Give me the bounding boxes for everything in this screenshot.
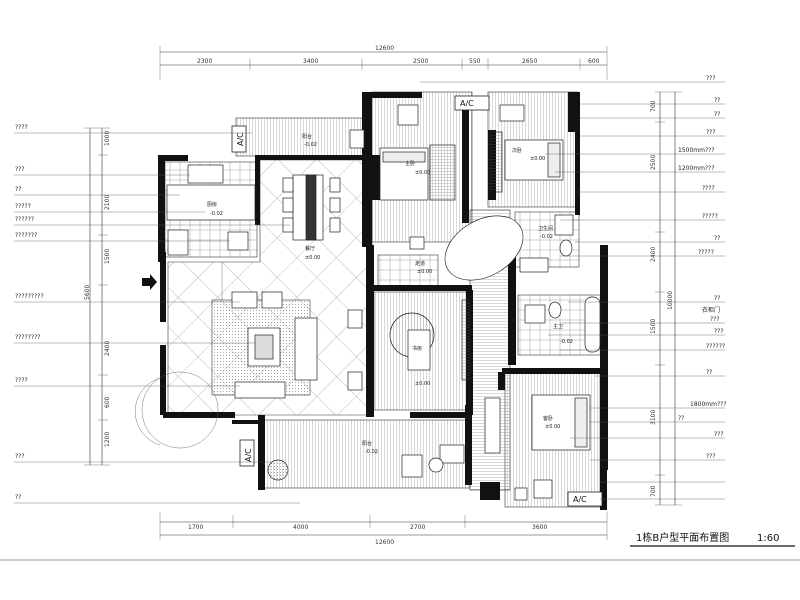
dim-left-3: 1500 <box>104 249 111 264</box>
bottom-dimensions: 1700 4000 2700 3600 12600 <box>159 512 608 546</box>
right-label-12: ??? <box>714 328 724 335</box>
title-text: 1栋B户型平面布置图 <box>636 531 729 544</box>
left-dimensions: 1000 2100 5600 1500 2400 600 1200 <box>84 127 111 466</box>
dim-top-0: 2300 <box>197 58 212 65</box>
left-label-6: ????????? <box>15 293 44 300</box>
right-label-11: ??? <box>710 316 720 323</box>
room-level-8: ±0.00 <box>545 424 560 430</box>
room-level-0: -0.02 <box>304 142 317 148</box>
left-label-7: ???????? <box>15 334 40 341</box>
room-name-9: 阳台 <box>362 440 372 447</box>
room-level-3: ±0.00 <box>415 170 430 176</box>
right-label-10: ?? <box>714 295 720 302</box>
ac-label-3: A/C <box>244 448 253 462</box>
room-name-5: 卫生间 <box>538 225 553 232</box>
dim-bottom-2: 2700 <box>410 524 425 531</box>
room-name-0: 阳台 <box>302 133 312 140</box>
dim-right-4: 3100 <box>650 410 657 425</box>
left-label-4: ?????? <box>15 216 34 223</box>
right-label-2: ?? <box>714 111 720 118</box>
left-label-0: ???? <box>15 124 28 131</box>
right-label-1: ?? <box>714 97 720 104</box>
dim-top-1: 3400 <box>303 58 318 65</box>
dim-left-0: 1000 <box>104 131 111 146</box>
right-label-6: ???? <box>702 185 715 192</box>
right-label-17: ??? <box>714 431 724 438</box>
left-label-1: ??? <box>15 166 25 173</box>
room-level-5: -0.02 <box>540 234 553 240</box>
dim-right-2: 2400 <box>650 247 657 262</box>
dim-left-5: 600 <box>104 396 111 408</box>
left-label-9: ??? <box>15 453 25 460</box>
room-level-1: -0.02 <box>210 211 223 217</box>
right-label-7: ????? <box>702 213 718 220</box>
right-label-16: ?? <box>678 415 684 422</box>
room-name-4: 次卧 <box>512 147 522 154</box>
left-annotations: ???? ??? ?? ????? ?????? ??????? ???????… <box>14 124 300 504</box>
ac-units: A/C A/C A/C A/C <box>231 95 603 507</box>
room-name-1: 厨房 <box>207 201 217 208</box>
dim-bottom-0: 1700 <box>188 524 203 531</box>
door-swings <box>135 262 223 449</box>
right-label-8: ?? <box>714 235 720 242</box>
room-name-3: 主卧 <box>405 160 415 167</box>
dim-top-2: 2500 <box>413 58 428 65</box>
right-annotations: ??? ?? ?? ??? 1500mm??? 1200mm??? ???? ?… <box>420 75 727 500</box>
dim-bottom-3: 3600 <box>532 524 547 531</box>
dim-right-1: 2500 <box>650 155 657 170</box>
right-label-18: ??? <box>706 453 716 460</box>
dim-top-total: 12600 <box>375 45 394 52</box>
left-label-5: ??????? <box>15 232 37 239</box>
room-level-10: ±0.00 <box>417 269 432 275</box>
right-label-4: 1500mm??? <box>678 147 715 154</box>
right-label-9: ????? <box>698 249 714 256</box>
room-level-6: ±0.00 <box>415 381 430 387</box>
top-dimensions: 12600 2300 3400 2500 550 2650 600 <box>159 45 608 80</box>
dim-left-1: 2100 <box>104 195 111 210</box>
right-label-5: 1200mm??? <box>678 165 715 172</box>
room-name-10: 走道 <box>415 260 425 267</box>
right-label-14: ?? <box>706 369 712 376</box>
dim-right-3: 1500 <box>650 319 657 334</box>
scale-text: 1:60 <box>757 533 779 544</box>
ac-label-1: A/C <box>236 132 245 146</box>
room-level-2: ±0.00 <box>305 255 320 261</box>
furniture <box>166 104 601 501</box>
room-name-6: 书房 <box>412 345 422 352</box>
dim-bottom-1: 4000 <box>293 524 308 531</box>
right-label-0: ??? <box>706 75 716 82</box>
room-name-2: 餐厅 <box>305 245 315 252</box>
ac-label-4: A/C <box>573 495 587 504</box>
room-level-7: -0.02 <box>560 339 573 345</box>
drawing-title: 1栋B户型平面布置图 1:60 <box>0 531 800 561</box>
dim-top-4: 2650 <box>522 58 537 65</box>
right-dimensions: 700 2500 2400 1500 3100 700 10000 <box>650 91 682 506</box>
left-label-3: ????? <box>15 203 31 210</box>
room-name-8: 客卧 <box>543 415 553 422</box>
left-label-10: ?? <box>15 494 21 501</box>
dim-top-3: 550 <box>469 58 481 65</box>
dim-right-0: 700 <box>650 100 657 112</box>
left-label-8: ???? <box>15 377 28 384</box>
right-label-3: ??? <box>706 129 716 136</box>
dim-top-5: 600 <box>588 58 600 65</box>
room-name-7: 主卫 <box>553 323 563 330</box>
dim-right-6: 10000 <box>667 291 674 310</box>
room-labels: 阳台 -0.02 厨房 -0.02 餐厅 ±0.00 主卧 ±0.00 次卧 ±… <box>207 133 573 455</box>
room-level-4: ±0.00 <box>530 156 545 162</box>
dim-right-5: 700 <box>650 485 657 497</box>
room-level-9: -0.02 <box>365 449 378 455</box>
left-label-2: ?? <box>15 186 21 193</box>
dim-bottom-total: 12600 <box>375 539 394 546</box>
right-label-15: 1800mm??? <box>690 401 727 408</box>
entry-arrow <box>142 274 157 290</box>
ac-label-2: A/C <box>460 99 474 108</box>
dim-left-4: 2400 <box>104 341 111 356</box>
floor-finishes <box>164 91 603 508</box>
right-label-extra: 衣柜门 <box>702 306 720 314</box>
dim-left-6: 1200 <box>104 432 111 447</box>
dim-left-2: 5600 <box>84 285 91 300</box>
right-label-13: ?????? <box>706 343 725 350</box>
